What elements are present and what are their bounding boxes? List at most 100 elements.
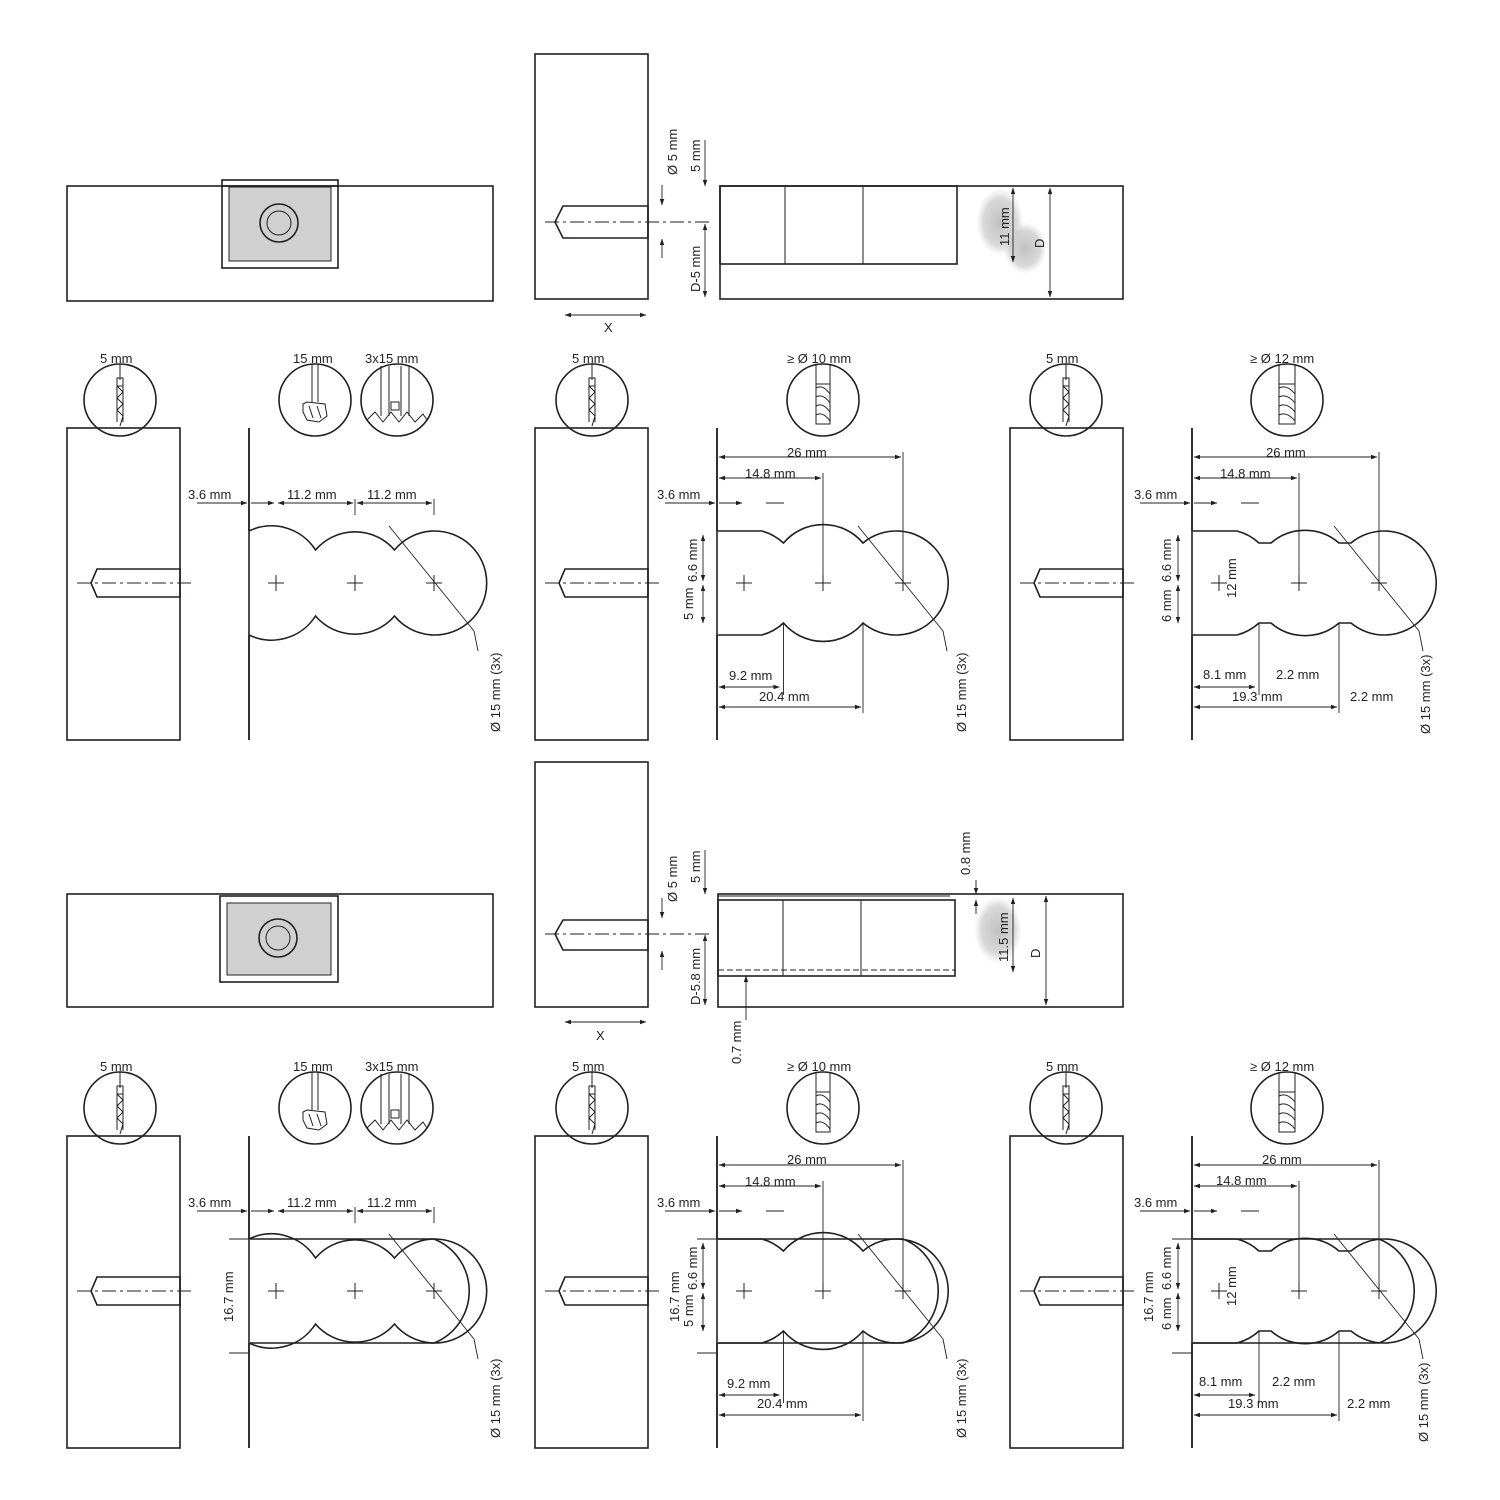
dim-16-7: 16.7 mm [221,1271,236,1322]
dim-12: 12 mm [1224,1266,1239,1306]
dim-8-1: 8.1 mm [1203,667,1246,682]
tool-size-3x15mm: 3x15 mm [365,351,418,366]
tool-size-3x15mm: 3x15 mm [365,1059,418,1074]
dim-19-3: 19.3 mm [1228,1396,1279,1411]
dim-d: D [1028,949,1043,958]
dim-5mm: 5 mm [688,140,703,173]
dim-26: 26 mm [787,1152,827,1167]
router-bit-12mm-icon [1250,1071,1324,1145]
dim-6-6: 6.6 mm [685,1247,700,1290]
tool-size-12mm: ≥ Ø 12 mm [1250,351,1314,366]
dim-6-6: 6.6 mm [1159,539,1174,582]
dim-20-4: 20.4 mm [757,1396,808,1411]
dim-11-2: 11.2 mm [367,1195,417,1210]
drill-5mm-icon [1029,363,1103,437]
tool-size-5mm: 5 mm [1046,1059,1079,1074]
dim-0-7: 0.7 mm [729,1021,744,1064]
drilling-pattern-flat10 [534,427,950,741]
panel-fitting-top [66,179,494,302]
dim-14-8: 14.8 mm [1220,466,1271,481]
dim-d-5-8: D-5.8 mm [688,948,703,1005]
section-view-bottom: X Ø 5 mm 5 mm D-5.8 mm 0.8 mm 0.7 mm 11.… [534,761,1124,1064]
drilling-pattern-round-lower [66,1135,488,1449]
forstner-15mm-icon [278,363,352,437]
dim-x: X [596,1028,605,1043]
dim-3-6: 3.6 mm [188,487,231,502]
tool-size-12mm: ≥ Ø 12 mm [1250,1059,1314,1074]
dim-11-2: 11.2 mm [287,1195,337,1210]
dim-11-2: 11.2 mm [287,487,337,502]
dim-16-7: 16.7 mm [667,1271,682,1322]
drilling-patterns [66,427,1438,1449]
dimensions-row-2: 3.6 mm 11.2 mm 11.2 mm 16.7 mm Ø 15 mm (… [188,1152,1431,1442]
drilling-pattern-flat10-lower [534,1135,950,1449]
dim-3-6: 3.6 mm [1134,487,1177,502]
dim-9-2: 9.2 mm [727,1376,770,1391]
router-bit-10mm-icon [786,363,860,437]
dim-11mm: 11 mm [997,207,1012,246]
hinge-cutter-3x15mm-icon [360,1071,434,1145]
dim-3-6: 3.6 mm [1134,1195,1177,1210]
dim-12: 12 mm [1224,558,1239,598]
tool-size-5mm: 5 mm [100,351,133,366]
forstner-15mm-icon [278,1071,352,1145]
tool-size-5mm: 5 mm [100,1059,133,1074]
dimensions-row-1: 3.6 mm 11.2 mm 11.2 mm Ø 15 mm (3x) 3.6 … [188,445,1433,734]
dim-14-8: 14.8 mm [745,1174,796,1189]
dim-5: 5 mm [681,588,696,621]
dim-dia5: Ø 5 mm [665,129,680,175]
cam-disc [259,203,299,243]
dim-9-2: 9.2 mm [729,668,772,683]
tool-size-5mm: 5 mm [572,1059,605,1074]
tool-size-10mm: ≥ Ø 10 mm [787,351,851,366]
dim-26: 26 mm [787,445,827,460]
dim-dia15-3x: Ø 15 mm (3x) [1418,655,1433,734]
dim-14-8: 14.8 mm [745,466,796,481]
dim-d-5: D-5 mm [688,246,703,292]
drilling-pattern-flat-lower [1009,1135,1438,1449]
tool-size-15mm: 15 mm [293,351,333,366]
drilling-pattern-flat [1009,427,1438,741]
dim-dia15-3x: Ø 15 mm (3x) [488,653,503,732]
dim-26: 26 mm [1266,445,1306,460]
dim-2-2: 2.2 mm [1272,1374,1315,1389]
dim-8-1: 8.1 mm [1199,1374,1242,1389]
section-view-top: X Ø 5 mm 5 mm D-5 mm 11 mm D [534,53,1124,335]
dim-dia5: Ø 5 mm [665,856,680,902]
dim-2-2: 2.2 mm [1350,689,1393,704]
dim-dia15-3x: Ø 15 mm (3x) [1416,1363,1431,1442]
hinge-cutter-3x15mm-icon [360,363,434,437]
dim-dia15-3x: Ø 15 mm (3x) [954,1359,969,1438]
dim-2-2: 2.2 mm [1276,667,1319,682]
dim-5mm: 5 mm [688,851,703,884]
dim-dia15-3x: Ø 15 mm (3x) [954,653,969,732]
drill-5mm-icon [83,363,157,437]
drill-5mm-icon [83,1071,157,1145]
dim-3-6: 3.6 mm [188,1195,231,1210]
dim-11-2: 11.2 mm [367,487,417,502]
tool-icons [83,363,1324,1145]
dim-16-7: 16.7 mm [1141,1271,1156,1322]
drill-5mm-icon [555,1071,629,1145]
panel-fitting-bottom [66,893,494,1008]
dim-5: 5 mm [681,1295,696,1328]
drilling-pattern-round [66,427,488,741]
dim-11-5: 11.5 mm [996,912,1011,962]
dim-6-6: 6.6 mm [1159,1247,1174,1290]
cam-disc [258,918,298,958]
dim-20-4: 20.4 mm [759,689,810,704]
dim-14-8: 14.8 mm [1216,1173,1267,1188]
dim-19-3: 19.3 mm [1232,689,1283,704]
fitting-housing [221,179,339,269]
dim-6: 6 mm [1159,1298,1174,1331]
tool-size-10mm: ≥ Ø 10 mm [787,1059,851,1074]
dim-d: D [1032,239,1047,248]
tool-size-15mm: 15 mm [293,1059,333,1074]
tool-size-5mm: 5 mm [572,351,605,366]
router-bit-12mm-icon [1250,363,1324,437]
dim-0-8: 0.8 mm [958,832,973,875]
dim-3-6: 3.6 mm [657,487,700,502]
dim-2-2: 2.2 mm [1347,1396,1390,1411]
dim-26: 26 mm [1262,1152,1302,1167]
